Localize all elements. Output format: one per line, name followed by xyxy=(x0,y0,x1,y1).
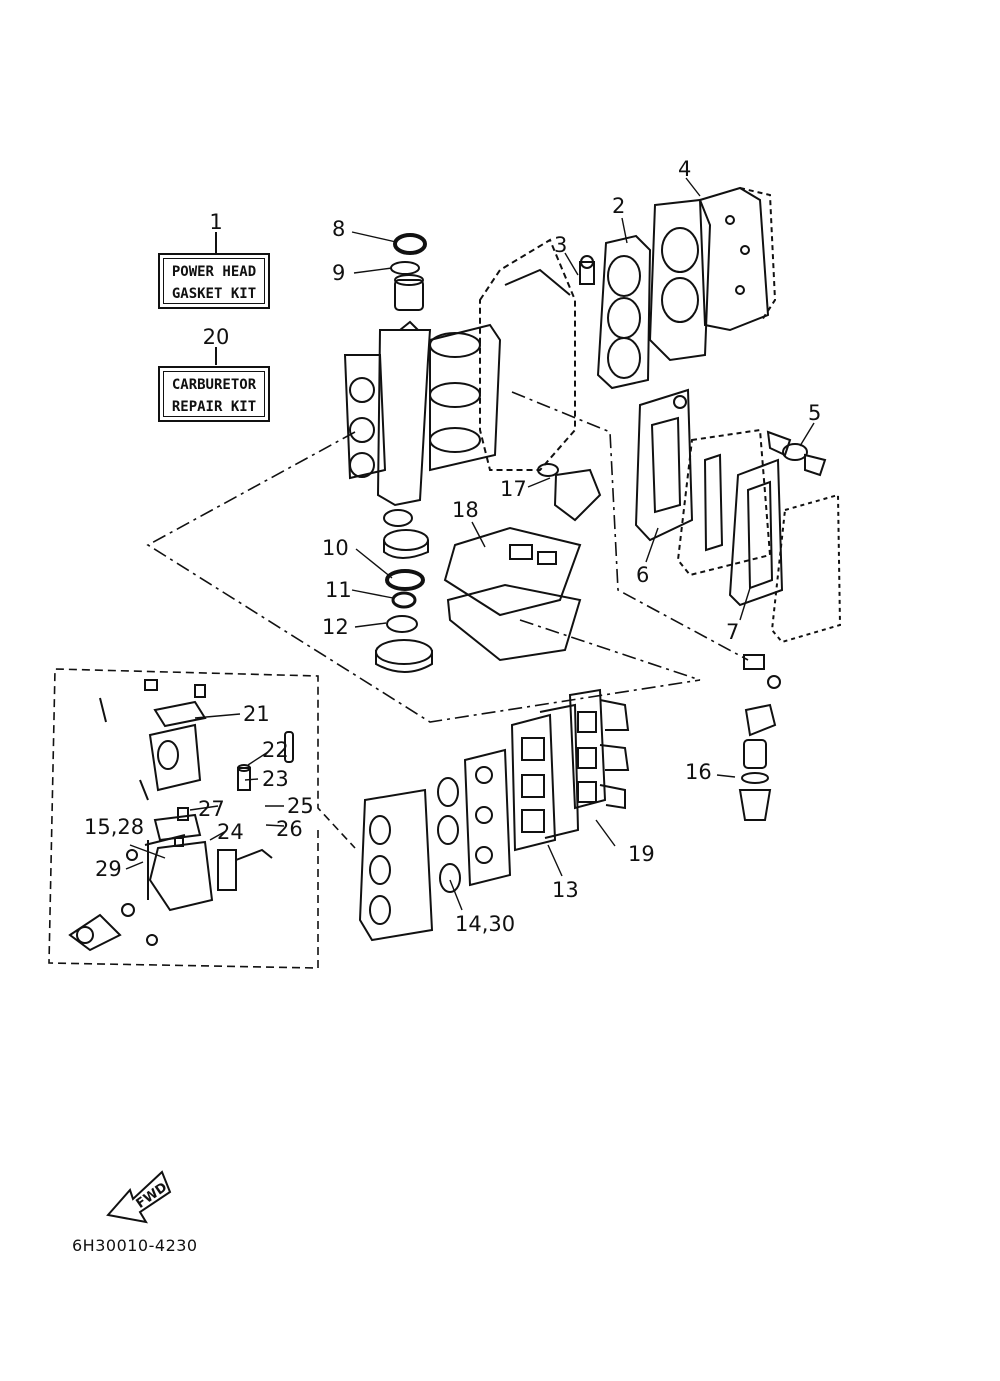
kit-label-line2: GASKET KIT xyxy=(171,286,257,302)
kit-stem-carburetor xyxy=(215,347,217,365)
carburetor-assembly xyxy=(68,679,294,952)
callout-13: 13 xyxy=(552,878,579,902)
exhaust-gasket-6 xyxy=(634,388,694,542)
outer-exhaust-cover xyxy=(770,493,842,644)
power-head-gasket-kit-label: POWER HEAD GASKET KIT xyxy=(158,253,270,309)
head-gasket-2 xyxy=(596,234,652,390)
document-code: 6H30010-4230 xyxy=(72,1236,198,1255)
o-ring-14 xyxy=(437,777,459,807)
intake-manifold xyxy=(358,748,512,942)
callout-16: 16 xyxy=(685,760,712,784)
callout-29: 29 xyxy=(95,857,122,881)
callout-8: 8 xyxy=(332,217,346,241)
callout-4: 4 xyxy=(678,157,692,181)
water-tube-16 xyxy=(738,654,781,821)
fwd-label: FWD xyxy=(134,1180,171,1212)
bearing-11 xyxy=(391,591,417,609)
callout-6: 6 xyxy=(636,563,650,587)
gasket-7 xyxy=(728,458,784,607)
thermostat-cover-5 xyxy=(766,430,827,477)
kit-number-power-head: 1 xyxy=(209,210,223,234)
seal-housing-12 xyxy=(375,639,433,665)
callout-21: 21 xyxy=(243,702,270,726)
callout-9: 9 xyxy=(332,261,346,285)
callout-7: 7 xyxy=(726,620,740,644)
oil-seal-8 xyxy=(393,233,427,255)
bearing-10 xyxy=(383,529,429,551)
callout-27: 27 xyxy=(198,797,225,821)
intake-gasket-13 xyxy=(510,703,580,852)
callout-11: 11 xyxy=(325,578,352,602)
callout-2: 2 xyxy=(612,194,626,218)
base-gasket-18 xyxy=(443,526,582,662)
assembly-boundary-line xyxy=(511,391,749,661)
o-ring-30 xyxy=(439,863,461,893)
kit-label-line1: CARBURETOR xyxy=(171,377,257,393)
carburetor-kit-boundary xyxy=(48,668,356,969)
callout-23: 23 xyxy=(262,767,289,791)
callout-12: 12 xyxy=(322,615,349,639)
o-ring-14 xyxy=(437,815,459,845)
callout-24: 24 xyxy=(217,820,244,844)
callout-25: 25 xyxy=(287,794,314,818)
kit-number-carburetor: 20 xyxy=(202,325,230,349)
kit-stem-power-head xyxy=(215,232,217,254)
callout-26: 26 xyxy=(276,817,303,841)
cylinder-head-4 xyxy=(648,186,777,362)
cover-17 xyxy=(537,463,602,522)
carburetor-repair-kit-label: CARBURETOR REPAIR KIT xyxy=(158,366,270,422)
reed-valve-19 xyxy=(568,688,630,810)
callout-5: 5 xyxy=(808,401,822,425)
exhaust-cover xyxy=(676,428,772,577)
callout-14-30: 14,30 xyxy=(455,912,516,936)
callout-18: 18 xyxy=(452,498,479,522)
plug-3 xyxy=(579,255,595,285)
gear-10-top xyxy=(383,509,413,527)
callout-3: 3 xyxy=(554,233,568,257)
callout-19: 19 xyxy=(628,842,655,866)
callout-22: 22 xyxy=(262,738,289,762)
kit-label-line2: REPAIR KIT xyxy=(171,399,257,415)
callout-10: 10 xyxy=(322,536,349,560)
kit-label-line1: POWER HEAD xyxy=(171,264,257,280)
callout-15-28: 15,28 xyxy=(84,815,145,839)
callout-17: 17 xyxy=(500,477,527,501)
o-ring-12 xyxy=(386,615,418,633)
assembly-boundary-line xyxy=(146,431,701,723)
cylinder-block-drawing xyxy=(343,238,576,507)
seal-10 xyxy=(385,569,425,591)
assembly-boundary-line xyxy=(519,619,701,681)
forward-arrow-icon xyxy=(106,1170,172,1224)
